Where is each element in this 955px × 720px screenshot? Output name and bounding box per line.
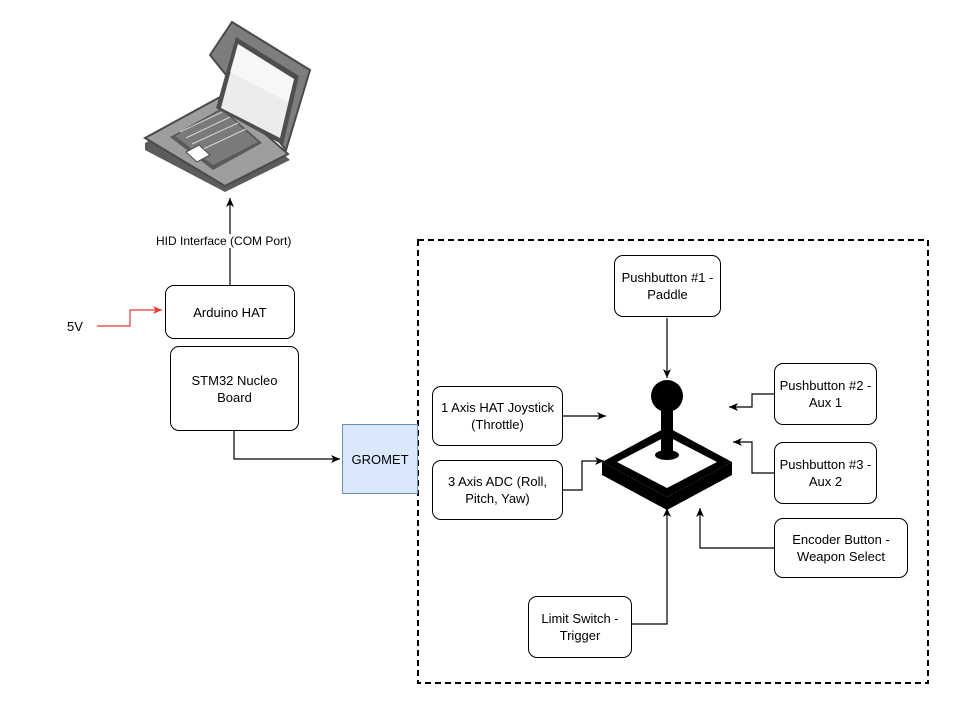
pushbutton2-label-line1: Pushbutton #2 - (779, 378, 872, 393)
encoder-node[interactable]: Encoder Button - Weapon Select (774, 518, 908, 578)
gromet-node[interactable]: GROMET (342, 424, 418, 494)
pushbutton3-node[interactable]: Pushbutton #3 - Aux 2 (774, 442, 877, 504)
arduino-hat-label: Arduino HAT (193, 304, 267, 320)
power-label: 5V (67, 319, 83, 334)
pushbutton3-connector (733, 438, 774, 474)
pushbutton2-connector (729, 393, 774, 411)
adc-label-line1: 3 Axis ADC (Roll, (448, 474, 547, 489)
power-connector (97, 306, 162, 327)
pushbutton2-label-line2: Aux 1 (808, 395, 843, 410)
encoder-connector (696, 508, 774, 549)
pushbutton1-label-line2: Paddle (647, 287, 688, 302)
limit-switch-label-line1: Limit Switch - (541, 611, 619, 626)
joystick-subsystem-boundary (417, 239, 929, 684)
hat-joystick-node[interactable]: 1 Axis HAT Joystick (Throttle) (432, 386, 563, 446)
joystick-icon (602, 380, 732, 510)
pushbutton2-node[interactable]: Pushbutton #2 - Aux 1 (774, 363, 877, 425)
stm32-label-line1: STM32 Nucleo (191, 372, 278, 388)
pushbutton1-label-line1: Pushbutton #1 - (621, 270, 714, 285)
pushbutton3-label-line1: Pushbutton #3 - (779, 457, 872, 472)
pushbutton1-node[interactable]: Pushbutton #1 - Paddle (614, 255, 721, 317)
stm32-to-gromet-connector (233, 431, 340, 463)
adc-label-line2: Pitch, Yaw) (465, 491, 530, 506)
laptop-icon (142, 20, 312, 192)
hid-interface-label: HID Interface (COM Port) (154, 234, 294, 248)
stm32-nucleo-node[interactable]: STM32 Nucleo Board (170, 346, 299, 431)
encoder-label-line2: Weapon Select (797, 549, 885, 564)
adc-connector (563, 457, 604, 491)
encoder-label-line1: Encoder Button - (792, 532, 890, 547)
limit-switch-node[interactable]: Limit Switch - Trigger (528, 596, 632, 658)
hat-joystick-label-line2: (Throttle) (471, 417, 524, 432)
hat-joystick-label-line1: 1 Axis HAT Joystick (441, 400, 554, 415)
arduino-hat-node[interactable]: Arduino HAT (165, 285, 295, 339)
limit-switch-label-line2: Trigger (559, 628, 601, 643)
gromet-label: GROMET (351, 451, 409, 467)
limit-switch-connector (632, 508, 671, 625)
pushbutton3-label-line2: Aux 2 (808, 474, 843, 489)
adc-node[interactable]: 3 Axis ADC (Roll, Pitch, Yaw) (432, 460, 563, 520)
stm32-label-line2: Board (217, 389, 252, 405)
